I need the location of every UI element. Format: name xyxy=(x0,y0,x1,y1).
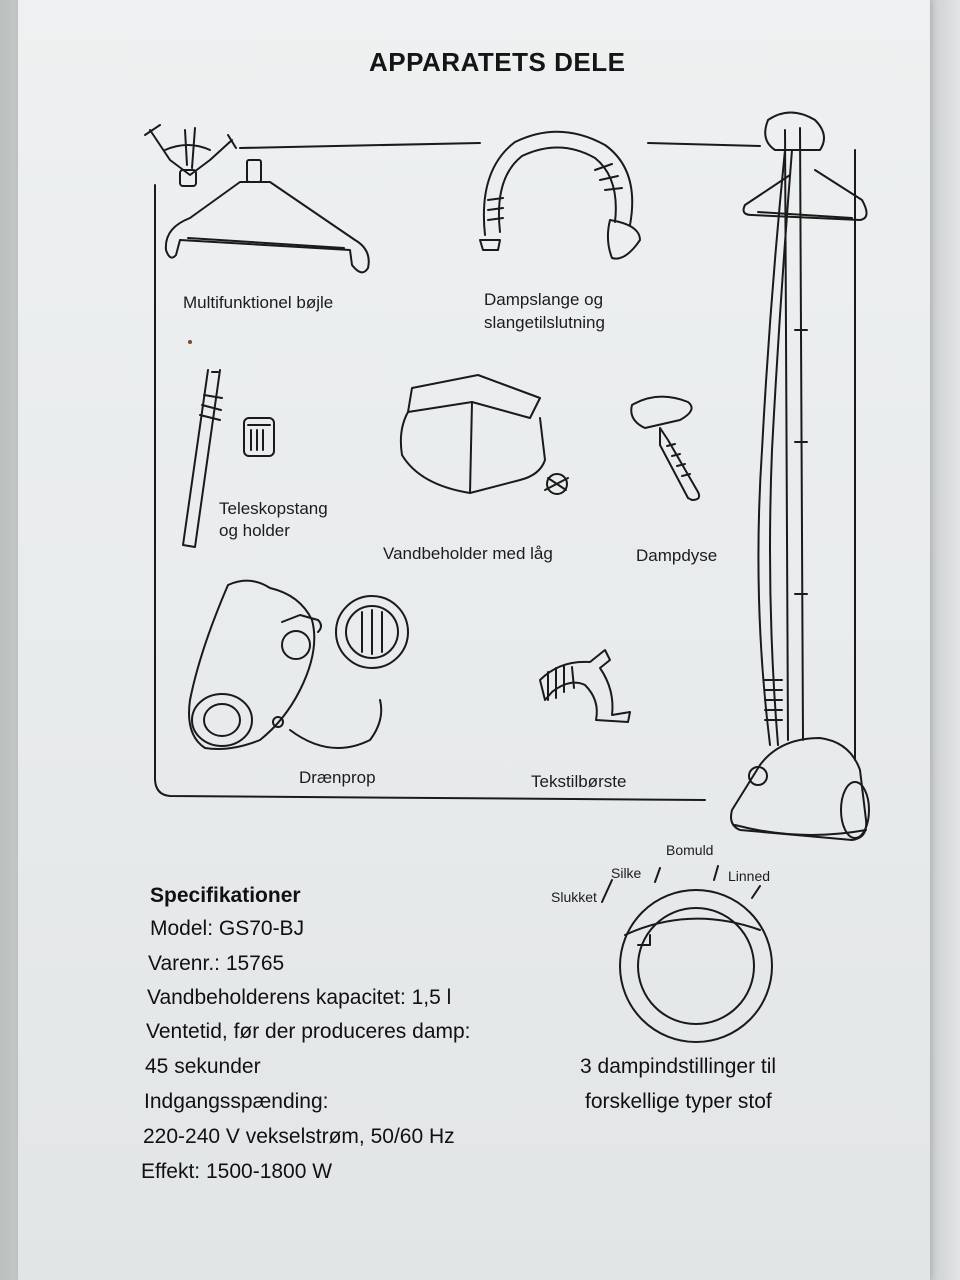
pole-label-line1: Teleskopstang xyxy=(219,499,328,518)
pole-label-line2: og holder xyxy=(219,521,290,540)
dial-setting-linen: Linned xyxy=(728,868,771,884)
hose-label-line1: Dampslange og xyxy=(484,290,604,309)
hose-label-line2: slangetilslutning xyxy=(484,313,605,332)
spec-item-number: Varenr.: 15765 xyxy=(148,952,285,975)
spec-capacity: Vandbeholderens kapacitet: 1,5 l xyxy=(147,986,452,1009)
spec-wait-line2: 45 sekunder xyxy=(145,1055,261,1078)
brush-label: Tekstilbørste xyxy=(531,772,627,791)
dial-caption-line2: forskellige typer stof xyxy=(585,1090,772,1113)
dial-setting-off: Slukket xyxy=(551,889,597,905)
pole-drawing xyxy=(182,369,275,548)
hanger-clip-drawing xyxy=(144,124,237,187)
base-drain-drawing xyxy=(188,579,409,750)
hanger-drawing xyxy=(164,159,370,274)
spec-voltage-value: 220-240 V vekselstrøm, 50/60 Hz xyxy=(143,1125,455,1148)
ink-dot xyxy=(188,340,192,344)
drain-label: Drænprop xyxy=(299,768,376,787)
steamer-full-drawing xyxy=(730,111,870,841)
spec-wait-line1: Ventetid, før der produceres damp: xyxy=(146,1020,471,1043)
specs-heading: Specifikationer xyxy=(150,884,301,907)
nozzle-label: Dampdyse xyxy=(636,546,718,565)
nozzle-drawing xyxy=(630,395,701,501)
dial-setting-cotton: Bomuld xyxy=(666,842,714,858)
dial-setting-silk: Silke xyxy=(611,865,642,881)
brush-drawing xyxy=(539,649,631,723)
dial-drawing xyxy=(601,865,773,1043)
hanger-label: Multifunktionel bøjle xyxy=(183,293,334,312)
parts-frame xyxy=(154,142,856,801)
dial-caption-line1: 3 dampindstillinger til xyxy=(580,1055,777,1078)
spec-power: Effekt: 1500-1800 W xyxy=(141,1160,333,1183)
spec-voltage-label: Indgangsspænding: xyxy=(144,1090,329,1113)
hose-drawing xyxy=(479,130,641,260)
tank-label: Vandbeholder med låg xyxy=(383,544,553,563)
water-tank-drawing xyxy=(399,374,569,495)
spec-model: Model: GS70-BJ xyxy=(150,917,305,940)
page-title: APPARATETS DELE xyxy=(369,47,626,77)
